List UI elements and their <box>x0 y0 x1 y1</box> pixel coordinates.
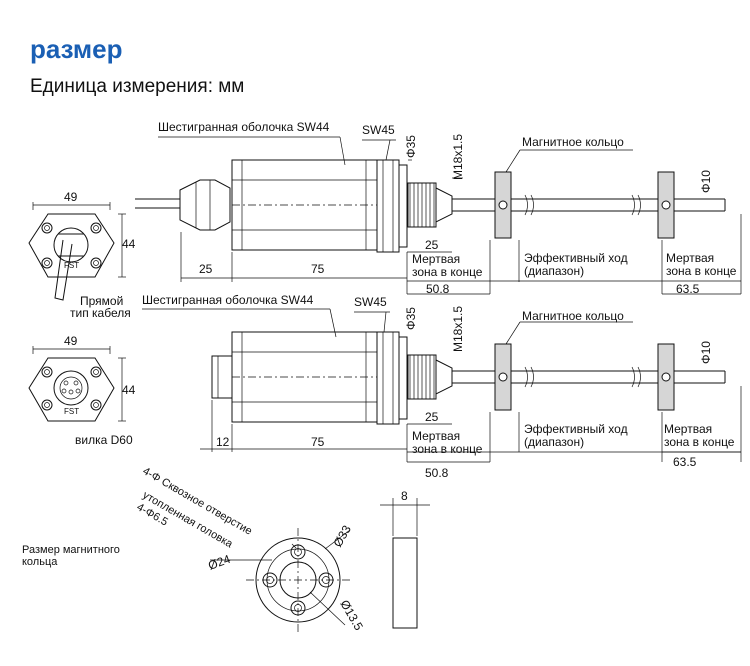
bottom-dim-50-8: 50.8 <box>425 466 449 480</box>
bottom-dim-12: 12 <box>216 435 230 449</box>
bottom-end-view: 49 FST 44 вилка D60 <box>28 334 136 447</box>
bottom-dim-d10: Φ10 <box>699 341 713 364</box>
bottom-stroke-2: (диапазон) <box>524 435 584 449</box>
top-callout-ring: Магнитное кольцо <box>522 135 624 149</box>
ring-dim-thickness: 8 <box>401 489 408 503</box>
top-dim-d10: Φ10 <box>699 170 713 193</box>
top-sensor-view: 49 FST 44 Прямой тип кабеля <box>28 120 742 320</box>
bottom-deadzone-end-1: Мертвая <box>412 429 460 443</box>
bottom-end-dim-44: 44 <box>122 383 136 397</box>
top-end-dim-49: 49 <box>64 190 78 204</box>
page-subtitle: Единица измерения: мм <box>30 76 245 97</box>
bottom-deadzone-1: Мертвая <box>664 422 712 436</box>
bottom-sensor-view: 49 FST 44 вилка D60 <box>28 293 742 480</box>
top-end-caption-1: Прямой <box>80 294 123 308</box>
top-end-caption-2: тип кабеля <box>70 306 131 320</box>
top-deadzone-end-2: зона в конце <box>412 265 483 279</box>
top-stroke-2: (диапазон) <box>524 264 584 278</box>
top-dim-thread: M18x1.5 <box>451 134 465 180</box>
top-deadzone-end-1: Мертвая <box>412 252 460 266</box>
bottom-end-caption: вилка D60 <box>75 433 133 447</box>
bottom-end-dim-49: 49 <box>64 334 78 348</box>
ring-dim-d13-5: Ø13.5 <box>337 598 366 634</box>
top-callout-sw45: SW45 <box>362 123 395 137</box>
top-stroke-1: Эффективный ход <box>524 251 628 265</box>
ring-caption-1: Размер магнитного <box>22 544 120 556</box>
top-end-view: 49 FST 44 Прямой тип кабеля <box>28 190 136 320</box>
bottom-end-fst-label: FST <box>64 407 79 416</box>
top-deadzone-1: Мертвая <box>666 251 714 265</box>
bottom-dim-thread: M18x1.5 <box>451 306 465 352</box>
bottom-callout-shell: Шестигранная оболочка SW44 <box>142 293 314 307</box>
top-dim-75: 75 <box>311 262 325 276</box>
ring-caption-2: кольца <box>22 556 58 568</box>
top-dim-d35: Φ35 <box>404 135 418 158</box>
ring-dim-d33: Ø33 <box>330 523 354 550</box>
top-callout-shell: Шестигранная оболочка SW44 <box>158 120 330 134</box>
top-end-fst-label: FST <box>64 261 79 270</box>
bottom-deadzone-end-2: зона в конце <box>412 442 483 456</box>
bottom-dim-63-5: 63.5 <box>673 455 697 469</box>
top-dim-63-5: 63.5 <box>676 282 700 296</box>
top-dim-50-8: 50.8 <box>426 282 450 296</box>
bottom-dim-25-thread: 25 <box>425 410 439 424</box>
bottom-callout-ring: Магнитное кольцо <box>522 309 624 323</box>
top-end-dim-44: 44 <box>122 237 136 251</box>
bottom-dim-d35: Φ35 <box>404 307 418 330</box>
top-dim-25-left: 25 <box>199 262 213 276</box>
top-dim-25-thread: 25 <box>425 238 439 252</box>
page-title: размер <box>30 34 123 64</box>
bottom-deadzone-2: зона в конце <box>664 435 735 449</box>
bottom-dim-75: 75 <box>311 435 325 449</box>
magnet-ring-drawing: Размер магнитного кольца 4-Φ Сквозное от… <box>22 465 430 633</box>
bottom-stroke-1: Эффективный ход <box>524 422 628 436</box>
ring-dim-d24: Ø24 <box>206 552 232 573</box>
top-deadzone-2: зона в конце <box>666 264 737 278</box>
bottom-callout-sw45: SW45 <box>354 295 387 309</box>
